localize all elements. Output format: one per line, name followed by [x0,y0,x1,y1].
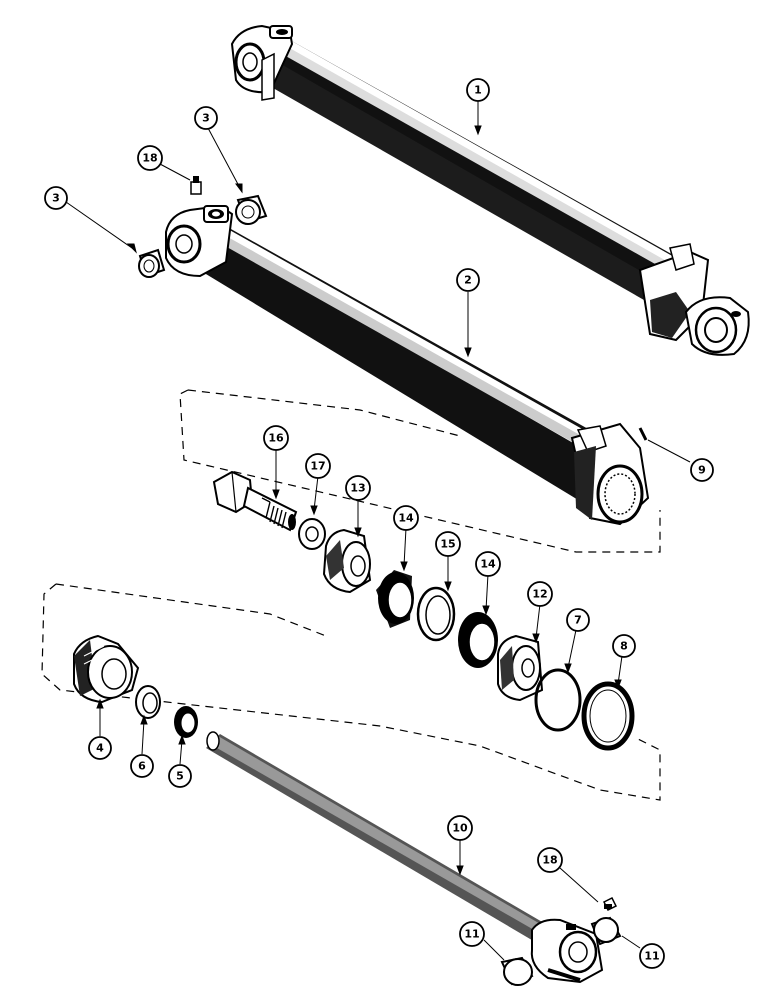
callout-17-label: 17 [310,460,325,473]
callout-3-right: 3 [194,106,218,130]
callout-4-label: 4 [96,742,104,755]
callout-9: 9 [690,458,714,482]
callout-14-upper: 14 [393,505,419,531]
callout-13-label: 13 [350,482,365,495]
part-8-backup-ring [581,681,635,751]
callout-3-right-label: 3 [202,112,210,125]
callout-8: 8 [612,634,636,658]
callouts: 1 2 3 3 4 5 6 7 8 9 10 11 11 12 13 14 14… [44,78,714,969]
callout-3-left: 3 [44,186,68,210]
part-17-washer [298,518,326,550]
callout-6-label: 6 [138,760,146,773]
leader-lines [65,100,691,961]
callout-5-label: 5 [176,770,184,783]
part-1-cylinder-assembly [230,24,750,356]
callout-5: 5 [168,764,192,788]
part-13-piston [322,528,372,594]
callout-14-lower-label: 14 [480,558,496,571]
callout-17: 17 [305,453,331,479]
part-18-grease-fitting-bottom [602,896,618,912]
callout-15-label: 15 [440,538,455,551]
callout-2-label: 2 [464,274,472,287]
callout-11-right-label: 11 [644,950,659,963]
part-16-piston-bolt [212,470,298,532]
callout-2: 2 [456,268,480,292]
callout-14-upper-label: 14 [398,512,414,525]
part-14-seal-ring-upper [376,570,414,628]
callout-11-right: 11 [639,943,665,969]
callout-12-label: 12 [532,588,547,601]
part-3-bushing-left [138,248,166,278]
callout-3-left-label: 3 [52,192,60,205]
part-3-bushing-right [235,194,268,225]
part-12-piston-nut [497,634,544,702]
dashed-group-outline-piston [179,389,661,553]
callout-4: 4 [88,736,112,760]
callout-1-label: 1 [474,84,482,97]
callout-18-bottom-label: 18 [542,854,557,867]
callout-6: 6 [130,754,154,778]
part-9-set-screw [638,427,648,441]
callout-7-label: 7 [574,614,582,627]
part-15-wear-ring [416,586,456,642]
part-10-piston-rod [206,731,604,984]
callout-10-label: 10 [452,822,468,835]
callout-12: 12 [527,581,553,607]
callout-18-bottom: 18 [537,847,563,873]
part-6-wiper [135,685,161,719]
callout-14-lower: 14 [475,551,501,577]
callout-1: 1 [466,78,490,102]
callout-11-left-label: 11 [464,928,479,941]
part-11-bushing-left [500,956,534,986]
callout-16-label: 16 [268,432,284,445]
callout-15: 15 [435,531,461,557]
callout-10: 10 [447,815,473,841]
part-11-bushing-right [590,916,622,946]
part-2-cylinder-tube [165,204,650,526]
part-7-o-ring [534,668,582,732]
callout-13: 13 [345,475,371,501]
part-4-gland [73,634,140,704]
part-18-grease-fitting-top [190,176,202,195]
callout-9-label: 9 [698,464,706,477]
callout-7: 7 [566,608,590,632]
part-5-rod-seal [174,706,198,738]
part-14-seal-ring-lower [458,612,498,668]
callout-8-label: 8 [620,640,628,653]
dashed-group-outline-gland [41,583,661,801]
callout-16: 16 [263,425,289,451]
callout-18-top: 18 [137,145,163,171]
callout-18-top-label: 18 [142,152,157,165]
callout-11-left: 11 [459,921,485,947]
